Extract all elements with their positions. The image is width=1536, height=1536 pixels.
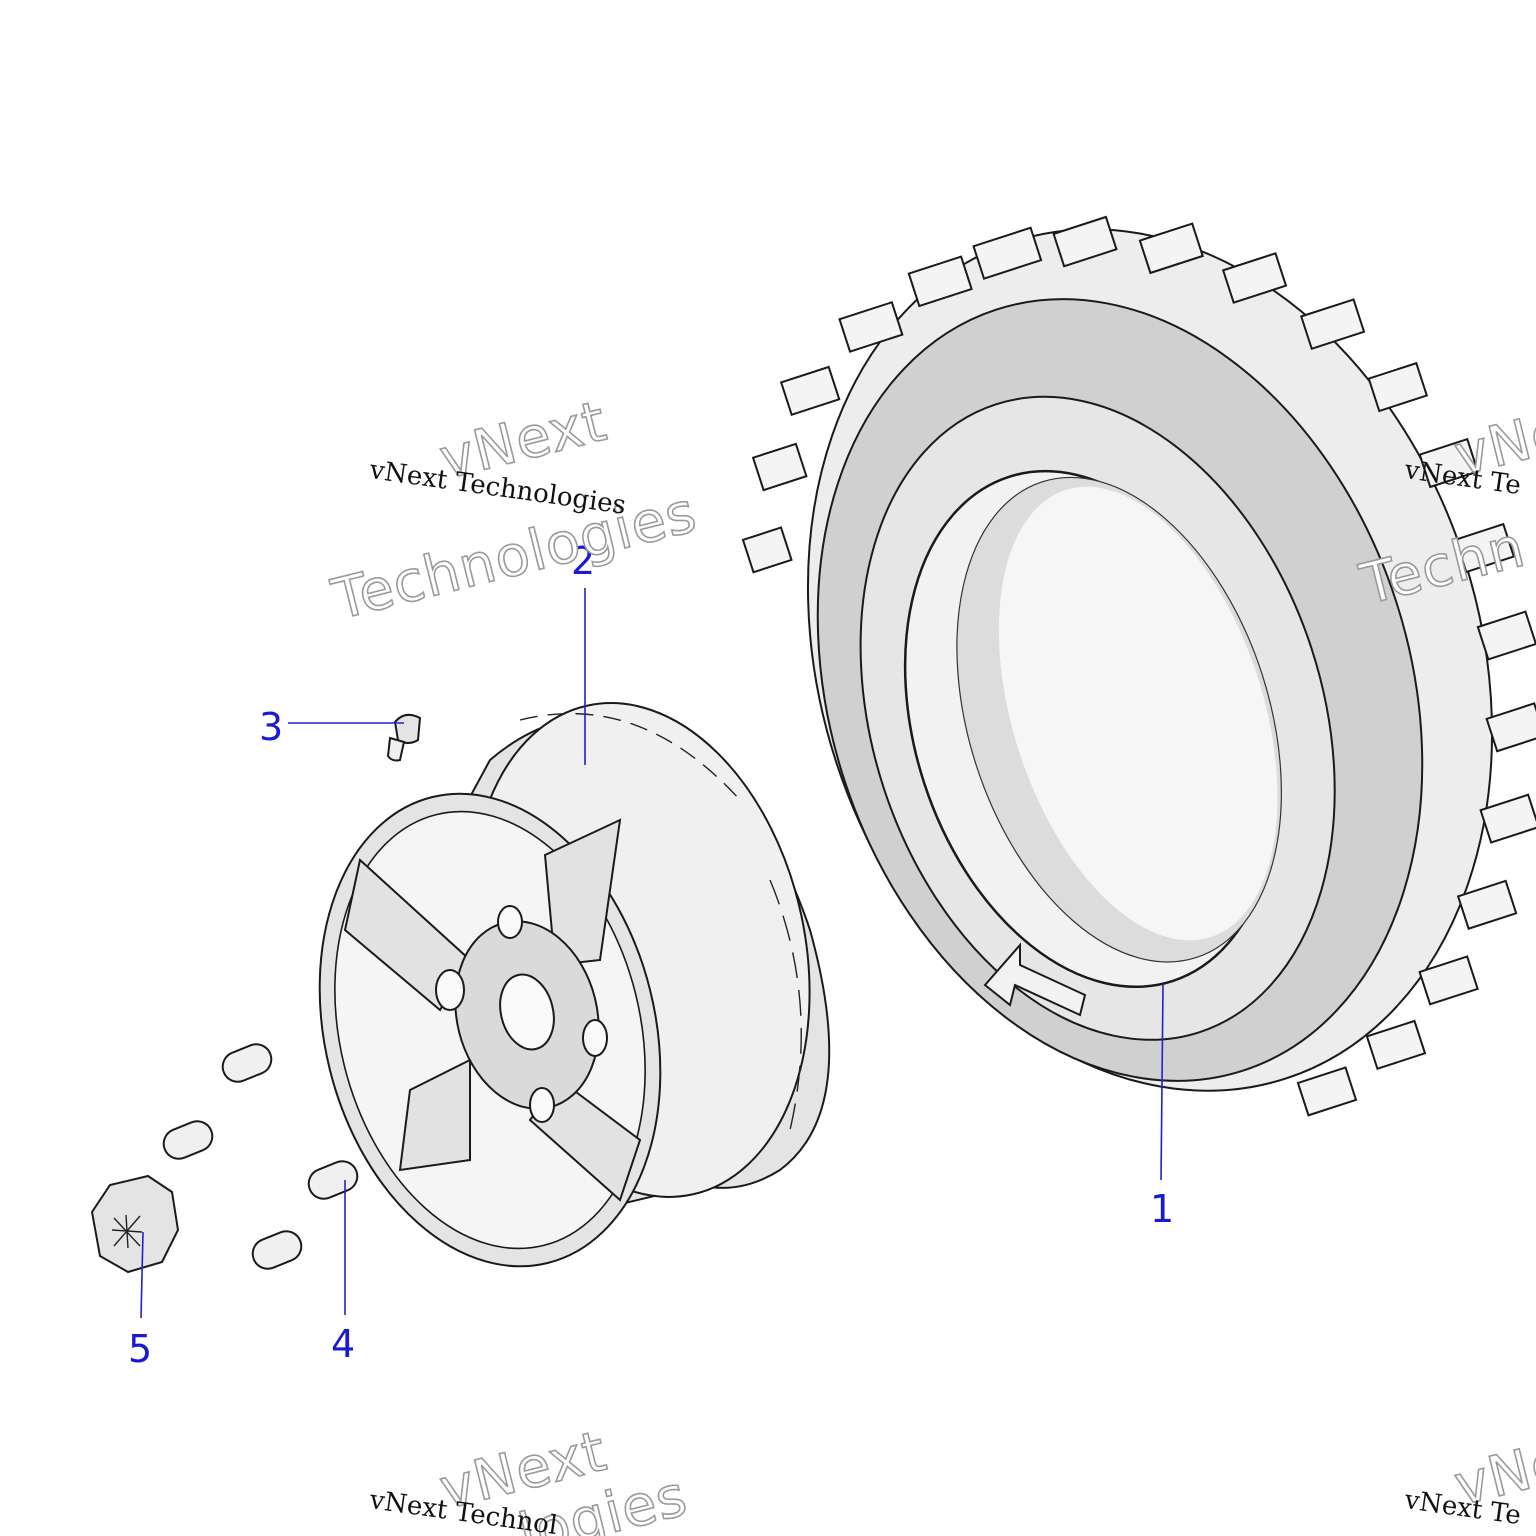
center-bore xyxy=(499,973,555,1051)
callout-4: 4 xyxy=(331,1322,355,1366)
callout-5: 5 xyxy=(128,1327,152,1371)
lug-holes xyxy=(435,905,608,1123)
leader-line-5 xyxy=(140,1231,144,1319)
center-cap-part xyxy=(90,1174,180,1274)
callout-1: 1 xyxy=(1150,1187,1174,1231)
callout-2: 2 xyxy=(571,539,595,583)
wheel-part xyxy=(318,702,831,1268)
watermark-top-left: vNext Technologies vNext Technologies xyxy=(325,388,704,634)
tire-part xyxy=(741,215,1536,1117)
watermark-bottom-right: vNe vNext Te xyxy=(1402,1428,1536,1531)
leader-line-1 xyxy=(1160,984,1164,1181)
watermark-bottom-left: vNext logies vNext Technol xyxy=(367,1418,695,1536)
rotation-arrow-icon xyxy=(983,942,1087,1017)
callout-3: 3 xyxy=(259,705,283,749)
wheel-spokes xyxy=(343,818,642,1202)
lug-nuts-part xyxy=(162,1043,359,1270)
valve-stem-part xyxy=(386,713,422,762)
